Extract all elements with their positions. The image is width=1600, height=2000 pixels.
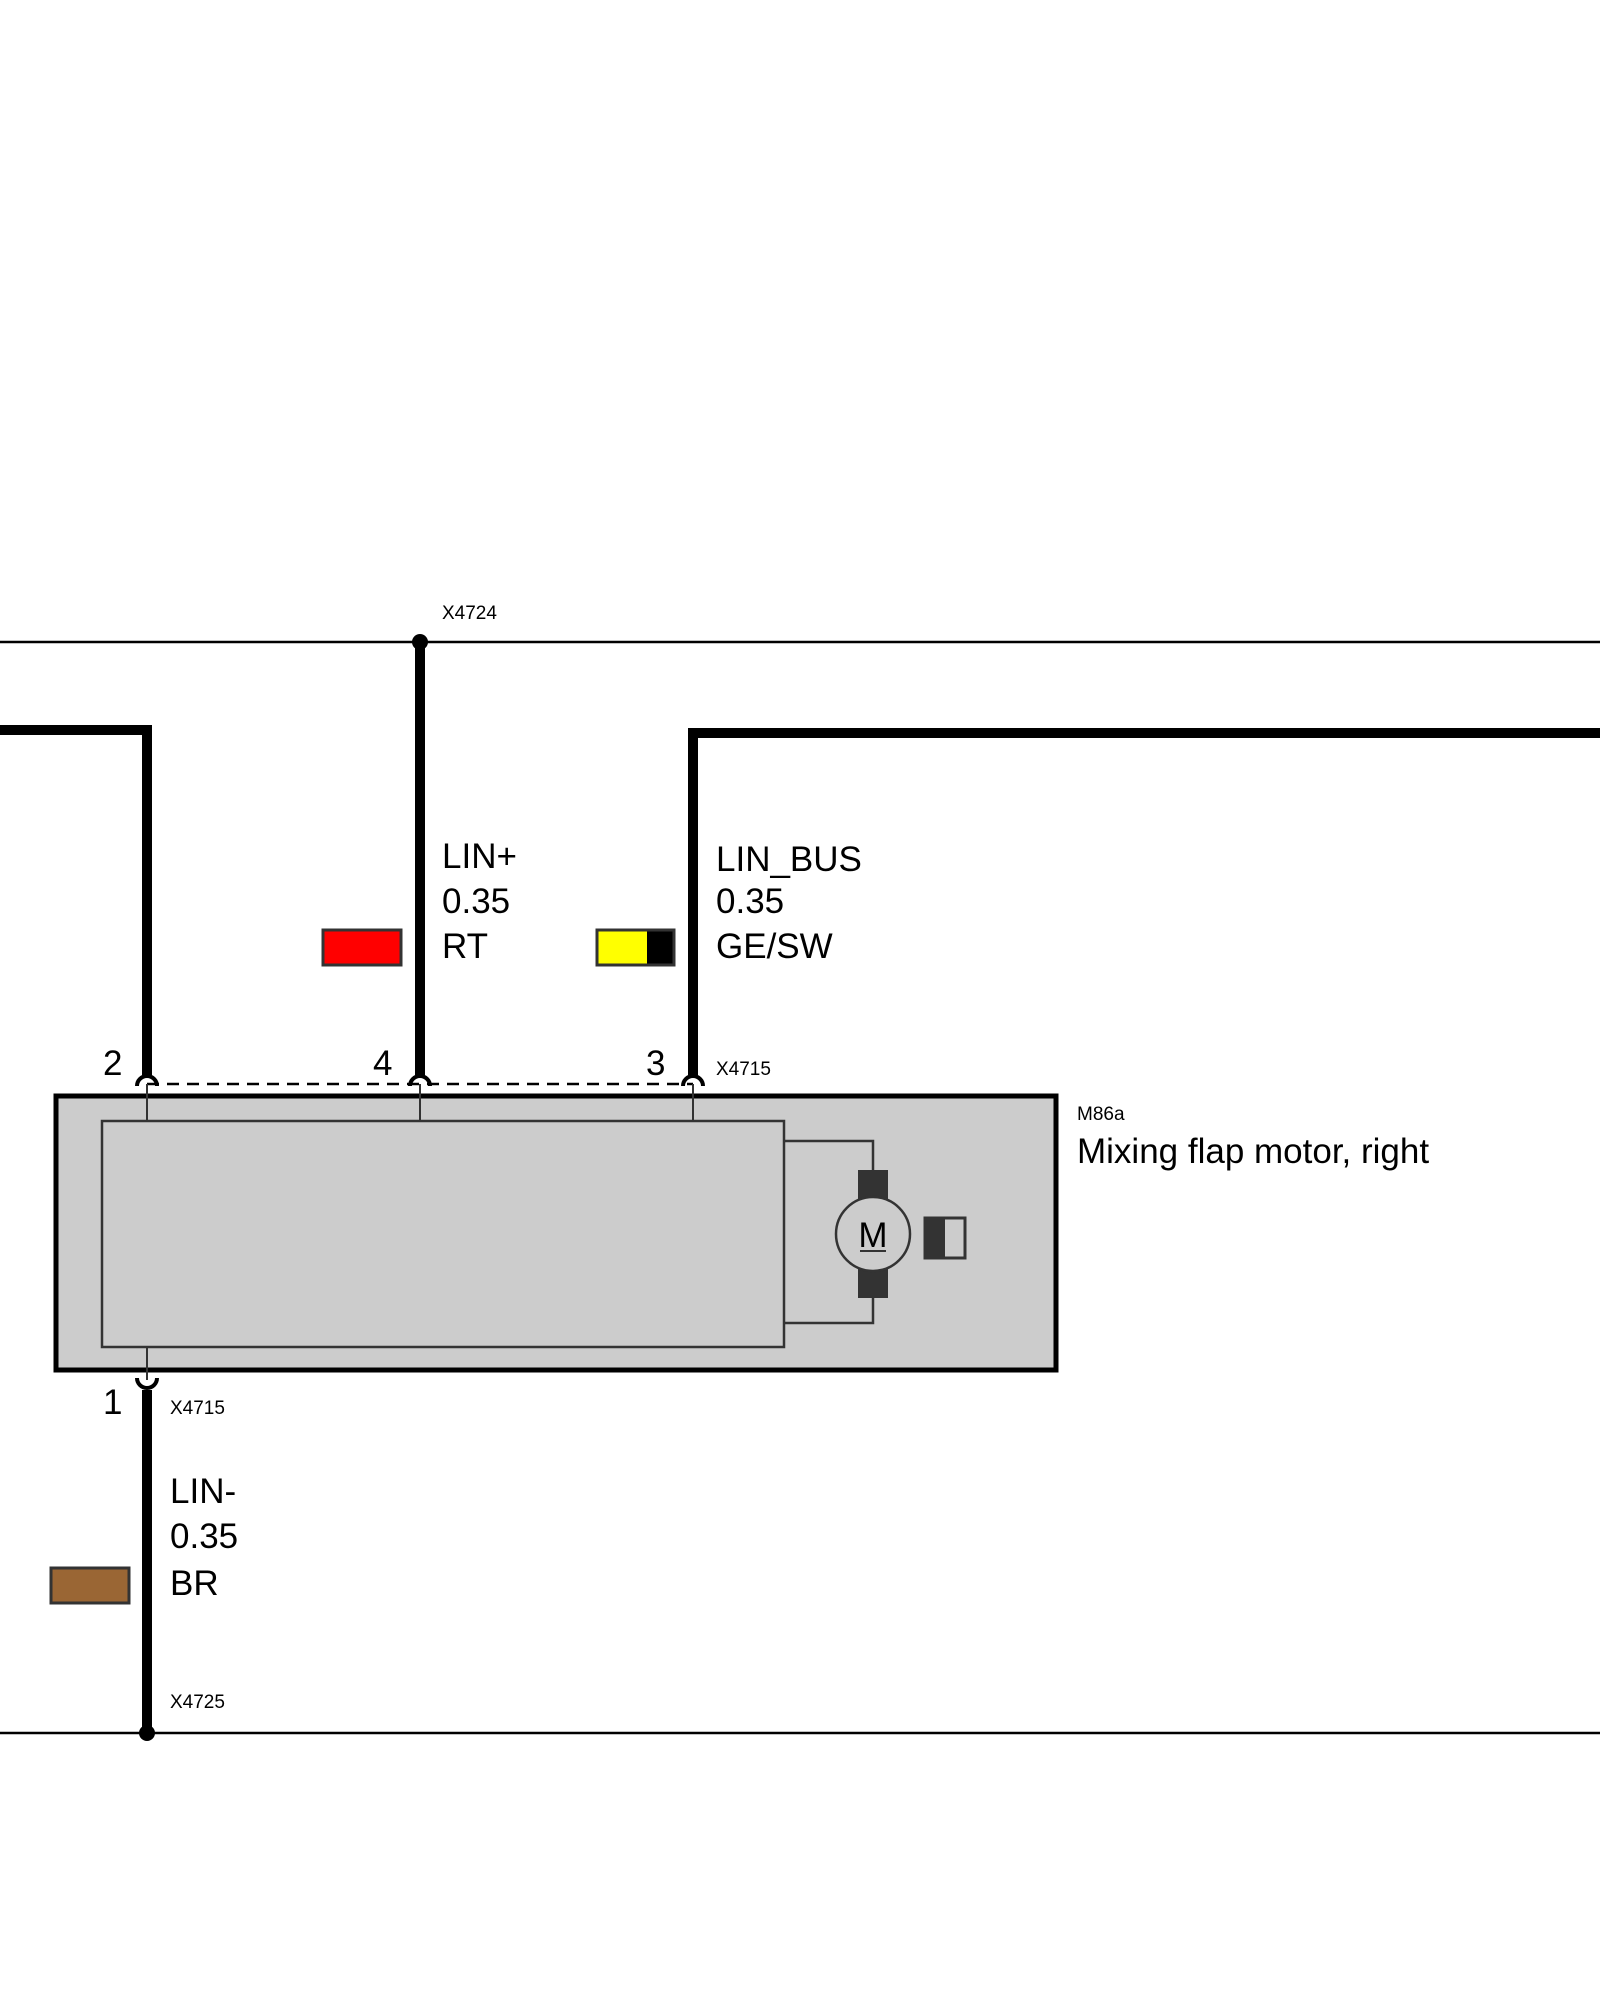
bottom-bus-connector-label: X4725 — [170, 1692, 225, 1713]
lin-bus-color-swatch-primary — [597, 930, 647, 965]
component-id: M86a — [1077, 1104, 1125, 1125]
lin-plus-gauge: 0.35 — [442, 882, 510, 921]
motor-lead-bottom — [784, 1297, 875, 1325]
pin4-number: 4 — [373, 1044, 392, 1083]
pin1-socket — [135, 1377, 159, 1390]
lin-plus-signal: LIN+ — [442, 837, 517, 876]
pin2-number: 2 — [103, 1044, 122, 1083]
motor-lead-top — [784, 1139, 875, 1170]
lin-bus-color-code: GE/SW — [716, 927, 833, 966]
pin3-number: 3 — [646, 1044, 665, 1083]
pin2-socket — [135, 1074, 159, 1087]
sensor-dark-half — [925, 1218, 945, 1258]
module-inner-box — [100, 1119, 786, 1349]
wire-lin-bus — [688, 728, 1600, 1075]
lin-bus-color-swatch-stripe — [647, 930, 674, 965]
sensor-box-icon — [923, 1216, 967, 1260]
lin-plus-color-swatch — [321, 928, 403, 967]
module-connector-lower: X4715 — [170, 1398, 225, 1419]
top-bus-connector-label: X4724 — [442, 603, 497, 624]
lin-minus-signal: LIN- — [170, 1472, 236, 1511]
lin-bus-color-swatch-outline — [595, 928, 676, 967]
motor-letter: M — [858, 1216, 887, 1255]
lin-minus-color-code: BR — [170, 1564, 219, 1603]
pin3-socket — [681, 1074, 705, 1087]
motor-symbol-icon — [834, 1195, 912, 1273]
lin-plus-color-code: RT — [442, 927, 488, 966]
pin1-number: 1 — [103, 1383, 122, 1422]
wire-pin2 — [0, 725, 152, 1075]
lin-minus-color-swatch — [49, 1566, 131, 1605]
lin-bus-signal: LIN_BUS — [716, 840, 862, 879]
component-name: Mixing flap motor, right — [1077, 1132, 1429, 1171]
pin4-socket — [408, 1074, 432, 1087]
lin-bus-gauge: 0.35 — [716, 882, 784, 921]
module-connector-upper: X4715 — [716, 1059, 771, 1080]
lin-minus-gauge: 0.35 — [170, 1517, 238, 1556]
